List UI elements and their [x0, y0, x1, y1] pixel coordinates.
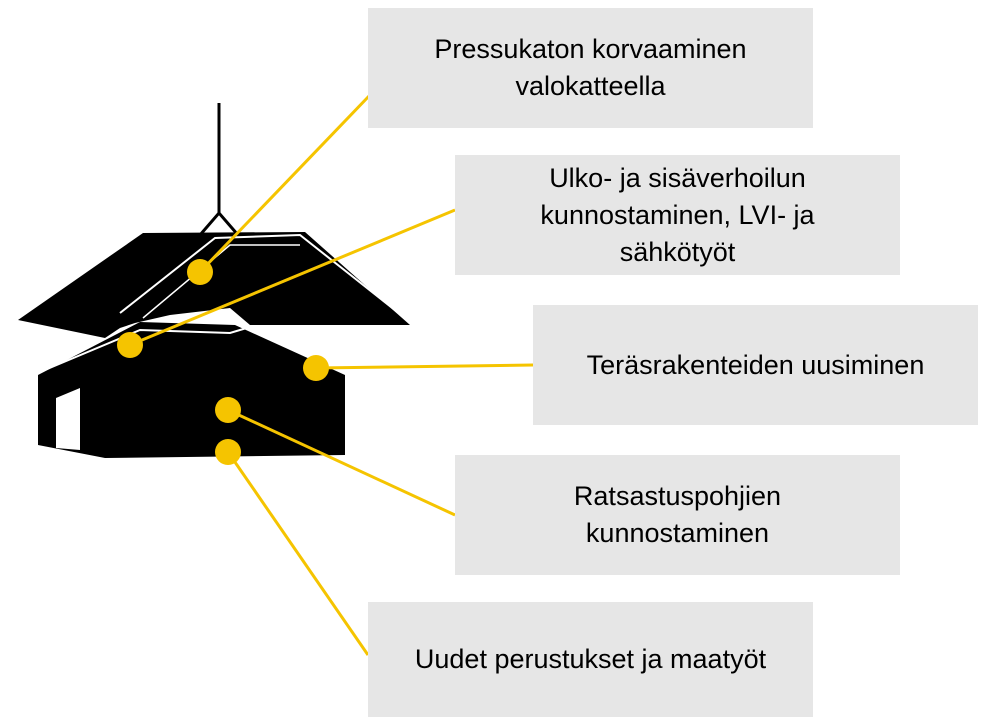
label-line: valokatteella [515, 71, 666, 101]
barn-door [56, 388, 80, 450]
label-box-steel-structures: Teräsrakenteiden uusiminen [533, 305, 978, 425]
label-box-cladding-hvac-electrical: Ulko- ja sisäverhoilun kunnostaminen, LV… [455, 155, 900, 275]
label-line: Ulko- ja sisäverhoilun [549, 162, 806, 193]
label-line: Uudet perustukset ja maatyöt [414, 644, 767, 674]
lifted-roof [18, 232, 410, 338]
label-line: sähkötyöt [619, 236, 736, 267]
connector-dot-2 [117, 332, 143, 358]
lifted-roof-edge [142, 244, 300, 319]
label-line: Teräsrakenteiden uusiminen [586, 349, 925, 380]
label-box-roof-covering: Pressukaton korvaaminen valokatteella [368, 8, 813, 128]
label-line: Pressukaton korvaaminen [434, 34, 747, 64]
label-box-foundations-groundwork: Uudet perustukset ja maatyöt [368, 602, 813, 717]
connector-line-3 [315, 363, 534, 370]
label-line: Ratsastuspohjien [573, 481, 782, 511]
connector-dot-1 [187, 259, 213, 285]
connector-dot-3 [303, 355, 329, 381]
lifted-roof-ridge [119, 233, 411, 323]
connector-line-1 [198, 93, 372, 274]
connector-line-2 [129, 208, 456, 347]
lifting-hook [198, 210, 240, 236]
label-line: kunnostaminen [585, 518, 770, 548]
connector-line-4 [227, 408, 456, 517]
connector-dot-4 [215, 397, 241, 423]
label-line: kunnostaminen, LVI- ja [540, 199, 815, 230]
connector-line-5 [226, 451, 370, 656]
house-roof-line [39, 326, 251, 373]
connectors [117, 93, 534, 656]
connector-dot-5 [215, 439, 241, 465]
house-body [38, 322, 345, 458]
barn-house-icon [18, 103, 411, 458]
label-box-riding-surfaces: Ratsastuspohjien kunnostaminen [455, 455, 900, 575]
